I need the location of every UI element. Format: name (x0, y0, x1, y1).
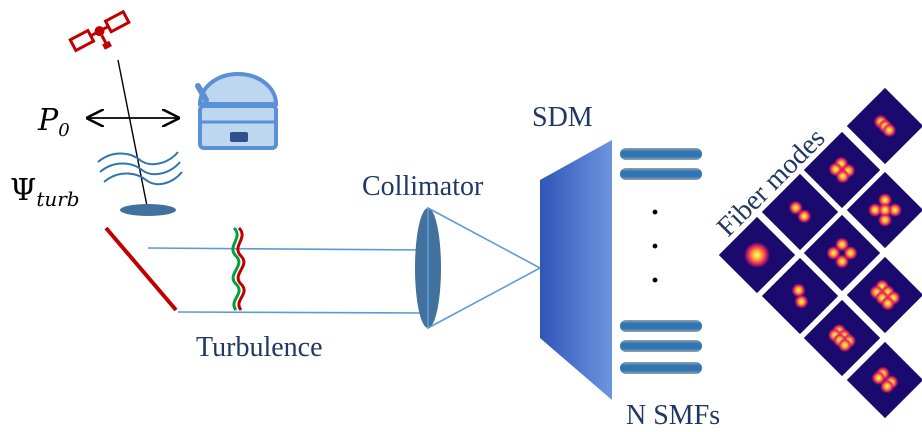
beam-upper (147, 247, 425, 251)
ellipsis-dot: · (650, 196, 660, 229)
mode-intensity-spot (835, 237, 849, 252)
collimator-label: Collimator (362, 171, 484, 202)
mode-intensity-spot (878, 203, 892, 217)
sdm-label: SDM (532, 102, 593, 133)
mode-intensity-spot (826, 246, 841, 260)
mode-intensity-spot (880, 379, 895, 394)
smf-fibers (620, 148, 702, 374)
mode-intensity-spot (791, 283, 806, 298)
fiber-mode-tile (843, 338, 922, 422)
mode-intensity-spot (887, 203, 902, 217)
nsmfs-label: N SMFs (626, 400, 720, 431)
fiber-mode-tile (800, 211, 884, 295)
ellipsis-dot: · (650, 264, 660, 297)
fiber-mode-tile (758, 254, 842, 338)
smf-fiber (620, 148, 702, 160)
smf-fiber (620, 320, 702, 332)
fiber-mode-tile (800, 128, 884, 212)
psi-turb-label: Ψturb (10, 173, 80, 211)
fiber-mode-tile (843, 253, 922, 337)
mode-intensity-spot (797, 209, 812, 224)
steering-mirror (104, 226, 178, 312)
p0-label: P0 (37, 103, 70, 141)
turbulence-wave-green (231, 226, 241, 311)
turbulence-waves-icon (97, 151, 183, 186)
fiber-mode-tile (758, 170, 842, 254)
sdm-block (540, 140, 612, 400)
smf-fiber (620, 362, 702, 374)
fiber-modes-grid (715, 84, 922, 422)
mode-intensity-spot (880, 296, 895, 311)
telescope-dome-icon (195, 72, 279, 150)
mode-intensity-spot (788, 200, 803, 215)
fiber-mode-tile (715, 213, 799, 297)
beam-lower (177, 311, 429, 314)
mode-intensity-spot (878, 193, 892, 208)
smf-fiber (620, 340, 702, 352)
collimator-cone (427, 206, 542, 330)
fiber-mode-tile (843, 84, 922, 168)
satellite-icon (68, 9, 131, 53)
smf-fiber (620, 168, 702, 180)
mode-intensity-spot (878, 212, 892, 227)
turbulence-label: Turbulence (196, 332, 323, 363)
wavefront-corrector (120, 204, 176, 216)
fiber-mode-tile (800, 296, 884, 380)
ellipsis-dot: · (650, 230, 660, 263)
mode-intensity-spot (744, 242, 770, 268)
turbulence-wave-red (236, 226, 246, 311)
mode-intensity-spot (794, 294, 809, 309)
mode-intensity-spot (868, 203, 883, 217)
line-of-sight (117, 59, 148, 207)
fiber-mode-tile (843, 168, 922, 252)
mode-intensity-spot (835, 254, 849, 269)
mode-intensity-spot (837, 338, 852, 353)
mode-intensity-spot (882, 123, 897, 138)
mode-intensity-spot (835, 169, 850, 184)
mode-intensity-spot (871, 370, 886, 385)
mode-intensity-spot (843, 246, 858, 260)
